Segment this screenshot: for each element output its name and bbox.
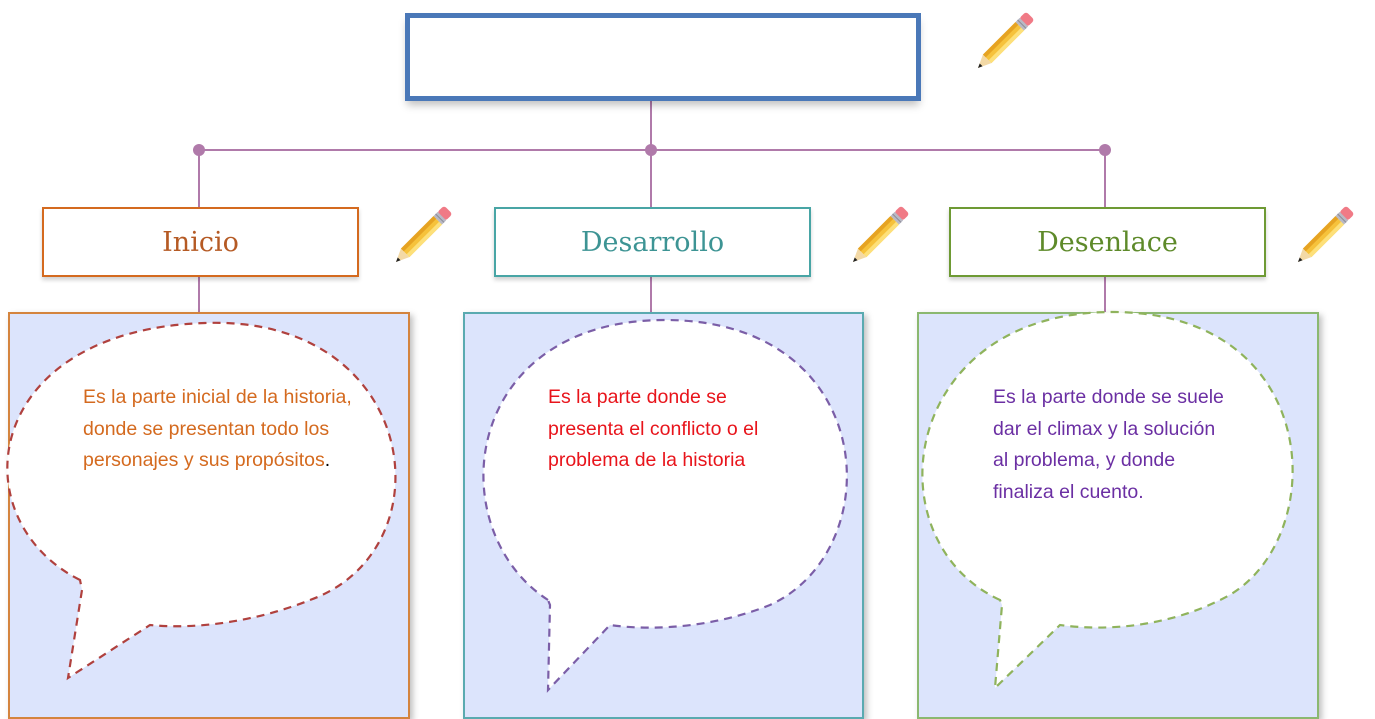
description-desarrollo: Es la parte donde se presenta el conflic…: [548, 382, 783, 477]
description-text: Es la parte donde se presenta el conflic…: [548, 386, 759, 471]
header-desarrollo: Desarrollo: [494, 207, 811, 277]
description-text: Es la parte inicial de la historia, dond…: [83, 386, 352, 471]
description-text: Es la parte donde se suele dar el climax…: [993, 386, 1224, 503]
header-label: Desenlace: [1037, 226, 1178, 258]
speech-bubble-desarrollo: [482, 318, 848, 693]
connector-node: [645, 144, 657, 156]
header-label: Desarrollo: [580, 226, 725, 258]
pencil-icon: [391, 204, 454, 267]
header-label: Inicio: [162, 226, 239, 258]
header-desenlace: Desenlace: [949, 207, 1266, 277]
description-desenlace: Es la parte donde se suele dar el climax…: [993, 382, 1233, 508]
pencil-icon: [848, 204, 911, 267]
pencil-icon: [973, 10, 1036, 73]
connector-node: [193, 144, 205, 156]
title-box[interactable]: [405, 13, 921, 101]
header-inicio: Inicio: [42, 207, 359, 277]
connector-node: [1099, 144, 1111, 156]
speech-bubble-inicio: [6, 321, 397, 681]
description-period: .: [324, 449, 331, 471]
speech-bubble-desenlace: [921, 310, 1294, 691]
description-inicio: Es la parte inicial de la historia, dond…: [83, 382, 353, 477]
pencil-icon: [1293, 204, 1356, 267]
